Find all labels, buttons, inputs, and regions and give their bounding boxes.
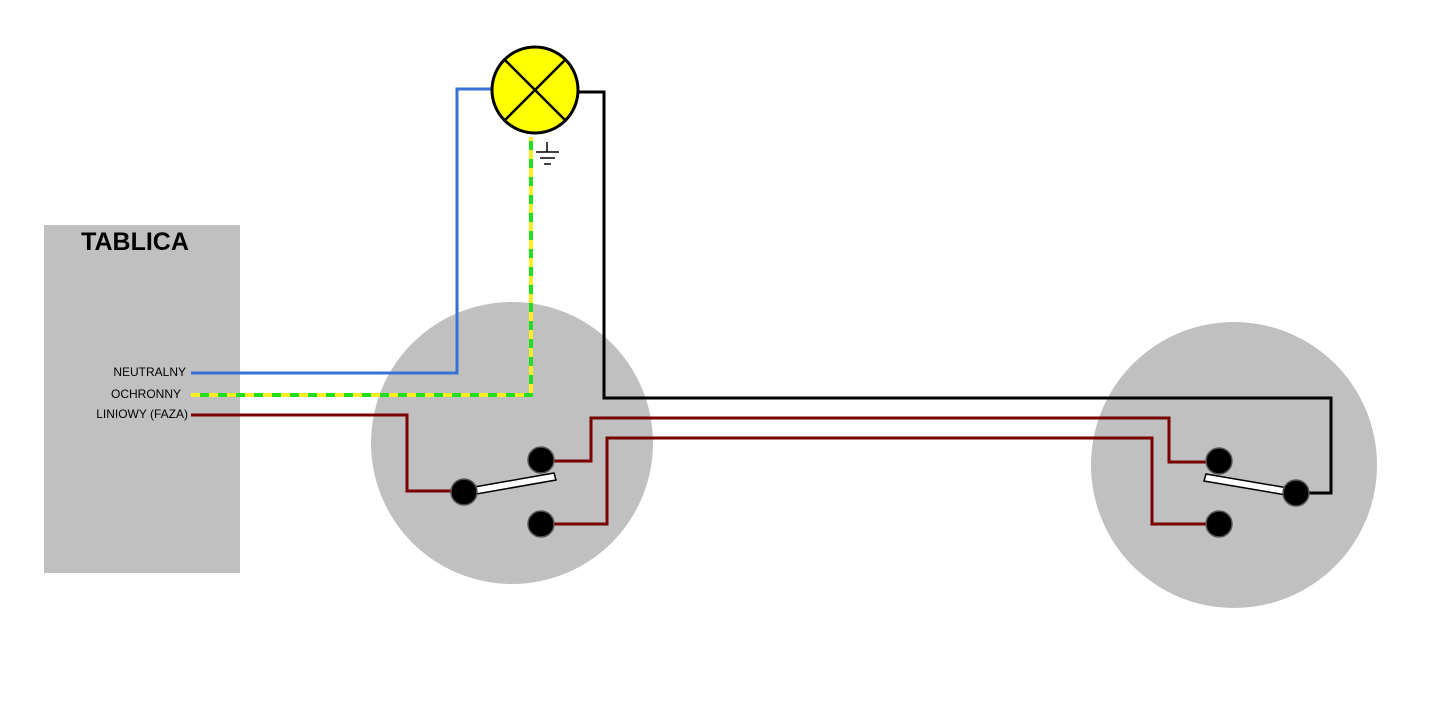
left-switch-box bbox=[371, 302, 653, 584]
left-switch-upper-terminal bbox=[527, 446, 555, 474]
line-wire bbox=[191, 413, 463, 493]
switched-lamp-wire bbox=[577, 90, 1333, 495]
right-switch-common-terminal bbox=[1282, 479, 1310, 507]
neutral-wire bbox=[191, 87, 492, 375]
right-switch-lower-terminal bbox=[1205, 510, 1233, 538]
lamp-icon bbox=[490, 45, 580, 135]
right-switch-upper-terminal bbox=[1205, 447, 1233, 475]
neutral-label: NEUTRALNY bbox=[113, 365, 186, 379]
right-switch-box bbox=[1091, 322, 1377, 608]
ground-icon bbox=[536, 142, 559, 165]
panel-title: TABLICA bbox=[81, 228, 189, 256]
distribution-panel: TABLICA NEUTRALNY OCHRONNY LINIOWY (FAZA… bbox=[44, 225, 240, 573]
left-switch-lower-terminal bbox=[527, 510, 555, 538]
left-switch bbox=[450, 446, 557, 538]
protective-label: OCHRONNY bbox=[111, 387, 181, 401]
right-switch bbox=[1203, 447, 1310, 538]
protective-wire bbox=[191, 137, 533, 397]
left-switch-common-terminal bbox=[450, 478, 478, 506]
traveller-wire-lower bbox=[541, 436, 1218, 526]
traveller-wire-upper bbox=[541, 416, 1218, 464]
panel-box bbox=[44, 225, 240, 573]
line-label: LINIOWY (FAZA) bbox=[96, 407, 188, 421]
